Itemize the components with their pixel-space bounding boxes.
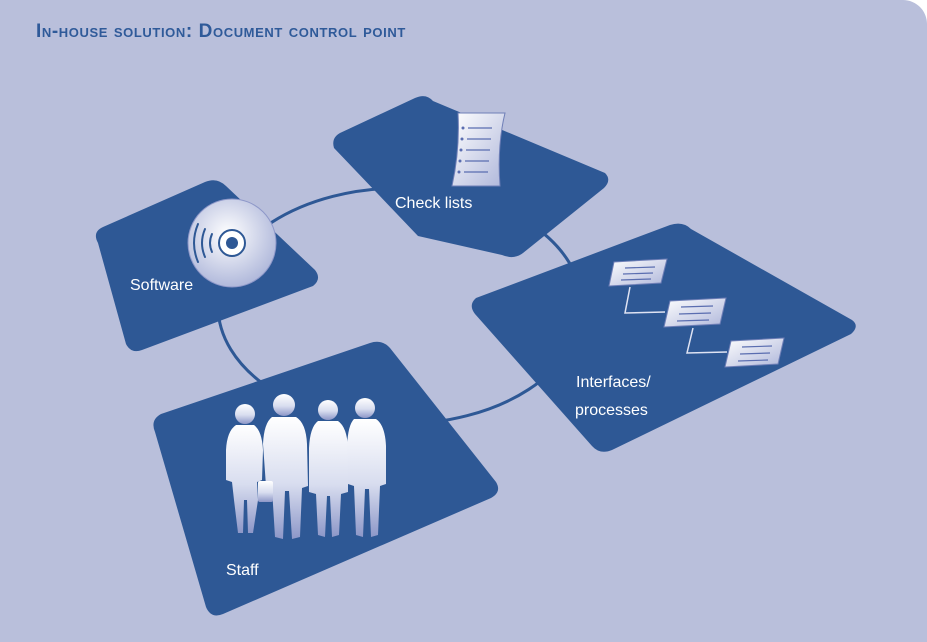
node-interfaces-processes: Interfaces/ processes [471,223,856,452]
process-flow-icon [608,258,785,368]
interfaces-card [471,223,856,452]
diagram-title: In-house solution: Document control poin… [36,21,406,42]
staff-label: Staff [226,562,259,579]
people-silhouettes-icon [226,394,386,539]
node-staff: Staff [153,341,499,616]
interfaces-label-line1: Interfaces/ [576,374,651,391]
check-lists-label: Check lists [395,195,472,212]
node-software: Software [95,180,319,352]
cd-disc-icon [187,198,277,288]
checklist-document-icon [451,112,506,187]
interfaces-label-line2: processes [575,402,648,419]
node-check-lists: Check lists [333,96,609,258]
software-label: Software [130,277,193,294]
